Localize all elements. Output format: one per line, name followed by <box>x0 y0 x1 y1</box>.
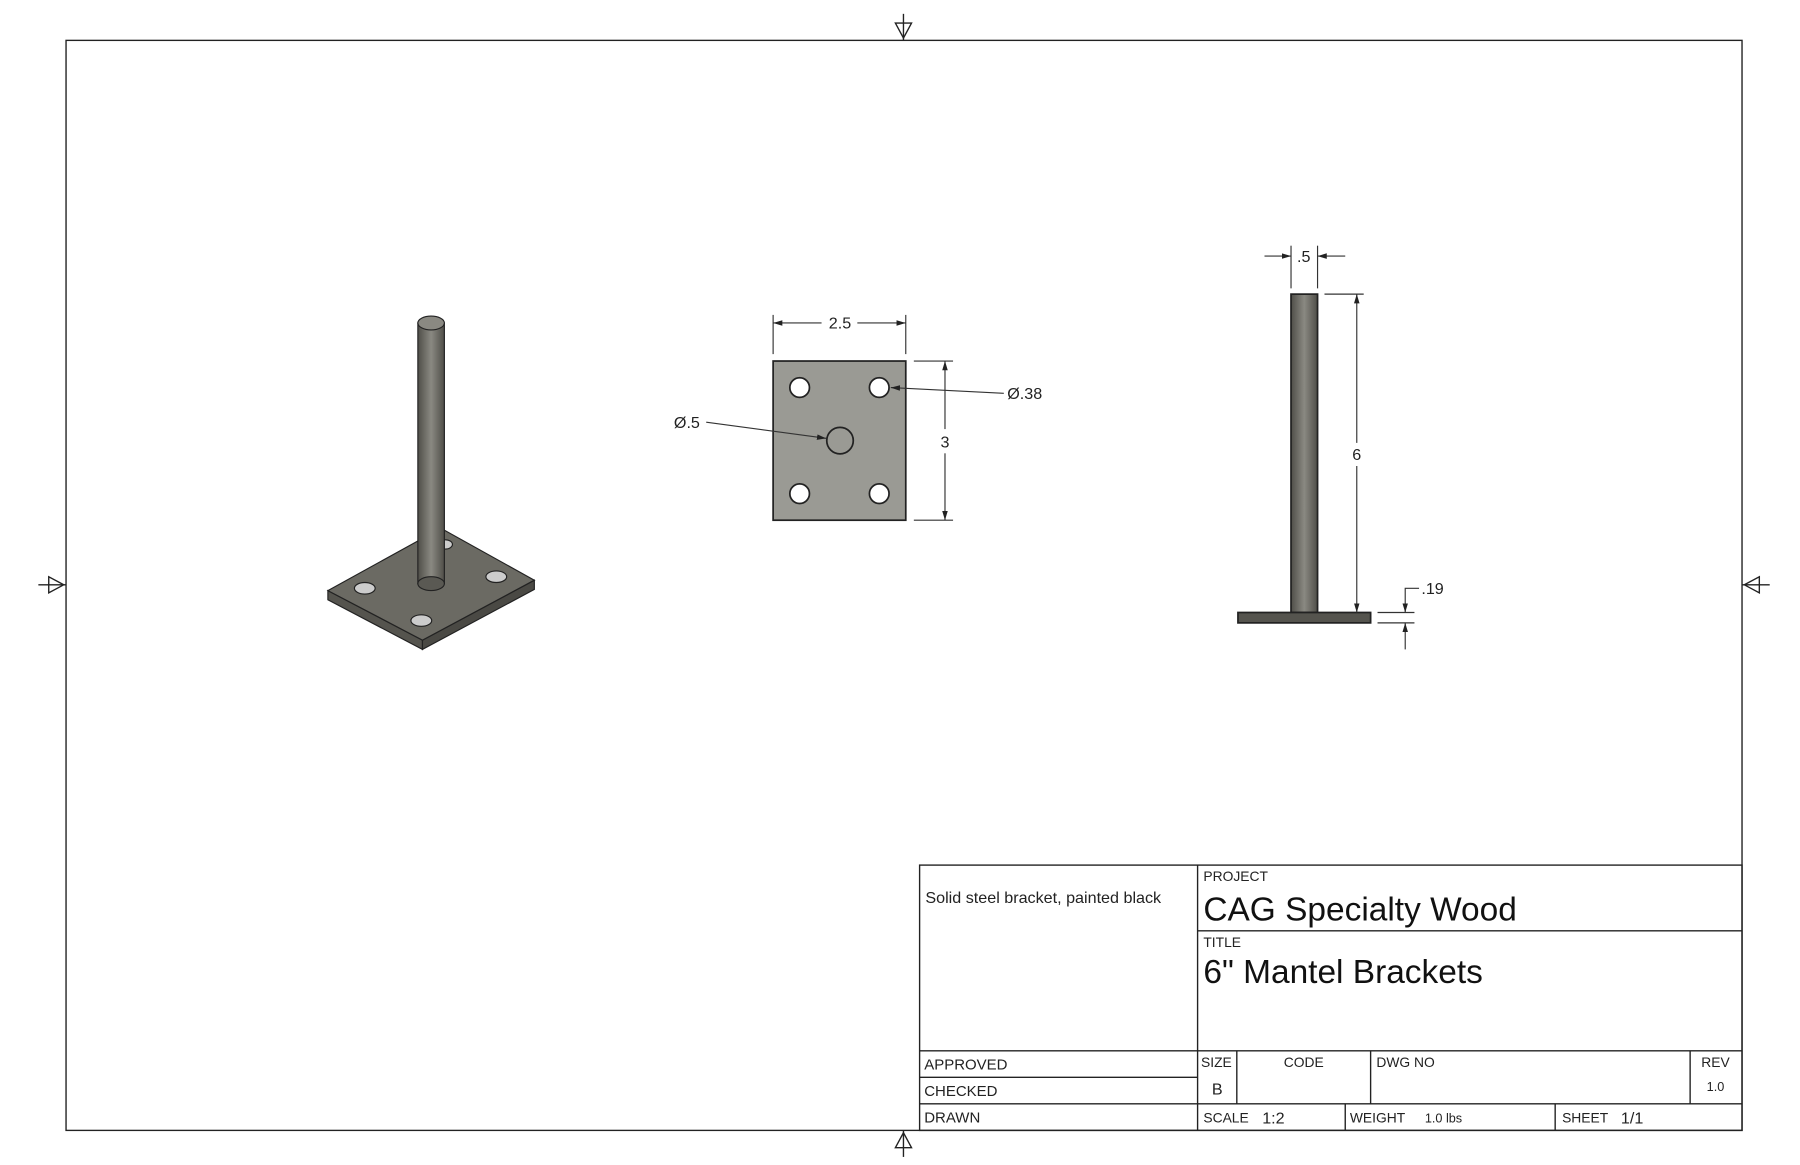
sheet-label: SHEET <box>1562 1109 1609 1125</box>
side-view <box>1237 245 1420 650</box>
drawing-title: 6" Mantel Brackets <box>1203 954 1482 991</box>
dim-rod-length: 6 <box>1352 446 1361 464</box>
isometric-view <box>326 315 536 651</box>
dim-plate-thickness: .19 <box>1421 580 1443 598</box>
center-marker-bottom <box>894 1130 913 1157</box>
drawing-note: Solid steel bracket, painted black <box>925 889 1162 907</box>
center-marker-left <box>38 575 67 595</box>
weight-value: 1.0 lbs <box>1425 1111 1462 1125</box>
center-marker-top <box>894 13 913 41</box>
sheet-border <box>65 39 1743 1132</box>
approved-label: APPROVED <box>924 1056 1007 1073</box>
drawn-label: DRAWN <box>924 1109 980 1126</box>
dim-small-hole: Ø.38 <box>1007 385 1042 403</box>
dim-center-hole: Ø.5 <box>674 414 700 432</box>
scale-value: 1:2 <box>1262 1109 1284 1127</box>
title-label: TITLE <box>1203 934 1241 950</box>
dim-height: 3 <box>941 434 950 452</box>
dwg-no-label: DWG NO <box>1376 1054 1435 1070</box>
rev-label: REV <box>1701 1054 1730 1070</box>
dim-rod-diameter: .5 <box>1297 248 1310 266</box>
front-view <box>706 314 1004 522</box>
project-name: CAG Specialty Wood <box>1203 891 1516 928</box>
size-value: B <box>1212 1081 1223 1099</box>
title-block <box>918 864 1743 1132</box>
size-label: SIZE <box>1201 1054 1232 1070</box>
center-marker-right <box>1742 575 1770 595</box>
dim-width: 2.5 <box>829 315 851 333</box>
code-label: CODE <box>1284 1054 1324 1070</box>
sheet-value: 1/1 <box>1621 1109 1643 1127</box>
rev-value: 1.0 <box>1707 1080 1725 1094</box>
weight-label: WEIGHT <box>1350 1109 1406 1125</box>
checked-label: CHECKED <box>924 1083 997 1100</box>
project-label: PROJECT <box>1203 868 1268 884</box>
scale-label: SCALE <box>1203 1109 1248 1125</box>
